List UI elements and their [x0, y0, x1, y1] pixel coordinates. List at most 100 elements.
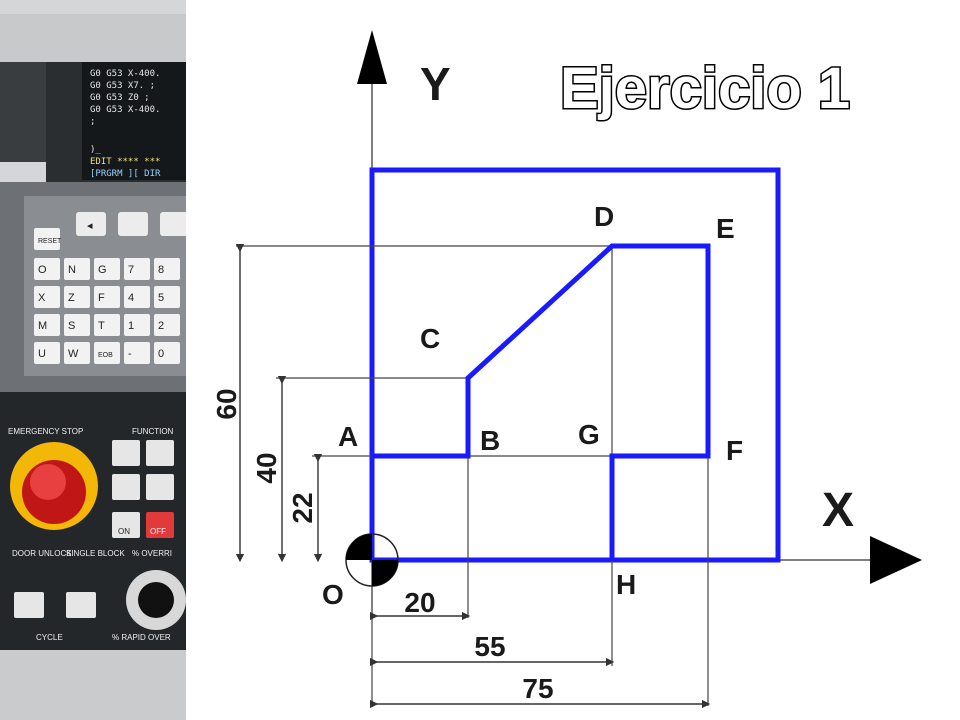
keypad-key-label: U [38, 348, 46, 360]
keypad-key [64, 314, 90, 336]
construction-lines [236, 245, 709, 706]
dimension-label-40: 40 [251, 452, 282, 483]
single-block-label: SINGLE BLOCK [66, 549, 125, 558]
point-label-d: D [594, 201, 614, 232]
override-knob [138, 582, 174, 618]
keypad-key-label: 5 [158, 292, 164, 304]
origin-quadrant-bottom-right [372, 560, 398, 586]
dimension-lines [235, 243, 711, 709]
screen-line: EDIT **** *** [90, 157, 160, 167]
y-axis-label: Y [420, 58, 451, 110]
keypad-key-label: W [68, 348, 79, 360]
keypad-key [64, 286, 90, 308]
keypad-key-label: 2 [158, 320, 164, 332]
cycle-label: CYCLE [36, 633, 63, 642]
keypad-key-label: 1 [128, 320, 134, 332]
keypad-key-label: S [68, 320, 75, 332]
single-block-key [66, 592, 96, 618]
keypad-key [124, 342, 150, 364]
keypad-key-label: O [38, 264, 47, 276]
panel-key [146, 474, 174, 500]
keypad-key [154, 342, 180, 364]
stock-outline [369, 167, 781, 563]
panel-key [112, 474, 140, 500]
keypad-key-label: 4 [128, 292, 134, 304]
keypad-key [64, 342, 90, 364]
screen-line: ; [90, 117, 95, 127]
point-label-a: A [338, 421, 358, 452]
key [160, 212, 186, 236]
keypad-key-label: T [98, 320, 105, 332]
keypad-key-label: EOB [98, 352, 113, 359]
tool-path-profile [372, 243, 711, 560]
keypad-key-label: M [38, 320, 47, 332]
origin-symbol [345, 533, 399, 587]
dimension-label-20: 20 [404, 587, 435, 618]
point-label-g: G [578, 419, 600, 450]
emergency-stop-label: EMERGENCY STOP [8, 427, 83, 436]
keypad-key [34, 286, 60, 308]
keypad-key [124, 258, 150, 280]
point-label-b: B [480, 425, 500, 456]
keypad-key-label: RESET [38, 238, 62, 245]
x-axis-arrow [870, 536, 922, 584]
keypad-key [124, 286, 150, 308]
point-label-f: F [726, 435, 743, 466]
keypad-key-label: - [128, 348, 132, 360]
point-label-e: E [716, 213, 735, 244]
keypad-key [94, 342, 120, 364]
dimension-label-55: 55 [474, 631, 505, 662]
keypad-key [64, 258, 90, 280]
keypad-key-label: X [38, 292, 46, 304]
keypad-key [124, 314, 150, 336]
door-unlock-key [14, 592, 44, 618]
left-arrow-icon: ◂ [87, 220, 93, 232]
function-label: FUNCTION [132, 427, 174, 436]
panel-key [146, 440, 174, 466]
keypad-key-label: F [98, 292, 105, 304]
keypad-key-label: 0 [158, 348, 164, 360]
keypad-key-label: G [98, 264, 107, 276]
screen-line: [PRGRM ][ DIR [90, 169, 161, 179]
rapid-override-label: % RAPID OVER [112, 633, 171, 642]
dimension-label-60: 60 [211, 388, 242, 419]
keypad-key [154, 258, 180, 280]
keypad-key [154, 286, 180, 308]
y-axis-arrow [357, 30, 387, 84]
keypad-key-label: 7 [128, 264, 134, 276]
keypad-key [34, 314, 60, 336]
keypad-key-label: 8 [158, 264, 164, 276]
keypad-key [34, 342, 60, 364]
screen-line: )_ [90, 145, 101, 155]
dimension-label-22: 22 [287, 492, 318, 523]
panel-key [112, 440, 140, 466]
origin-quadrant-top-left [346, 534, 372, 560]
x-axis-label: X [822, 484, 854, 537]
keypad-key [94, 314, 120, 336]
point-label-h: H [616, 569, 636, 600]
door-unlock-label: DOOR UNLOCK [12, 549, 72, 558]
keypad-key [34, 228, 60, 250]
keypad-key [34, 258, 60, 280]
dimension-label-75: 75 [522, 673, 553, 704]
keypad-key [94, 286, 120, 308]
point-label-c: C [420, 323, 440, 354]
left-arrow-key [76, 212, 106, 236]
point-label-o: O [322, 579, 344, 610]
key [118, 212, 148, 236]
coolant-off-key [146, 512, 174, 538]
keypad-key-label: Z [68, 292, 75, 304]
cnc-screen [82, 62, 186, 180]
diagram-title: Ejercicio 1 [560, 56, 850, 121]
screen-line: G0 G53 X-400. [90, 105, 160, 115]
screen-line: G0 G53 X-400. [90, 69, 160, 79]
coolant-on-key [112, 512, 140, 538]
screen-line: G0 G53 X7. ; [90, 81, 155, 91]
cnc-panel-illustration: G0 G53 X-400. G0 G53 X7. ; G0 G53 Z0 ; G… [0, 0, 186, 720]
off-label: OFF [150, 527, 166, 536]
override-label: % OVERRI [132, 549, 172, 558]
cnc-control-panel-image: G0 G53 X-400. G0 G53 X7. ; G0 G53 Z0 ; G… [0, 0, 186, 720]
screen-line: G0 G53 Z0 ; [90, 93, 150, 103]
